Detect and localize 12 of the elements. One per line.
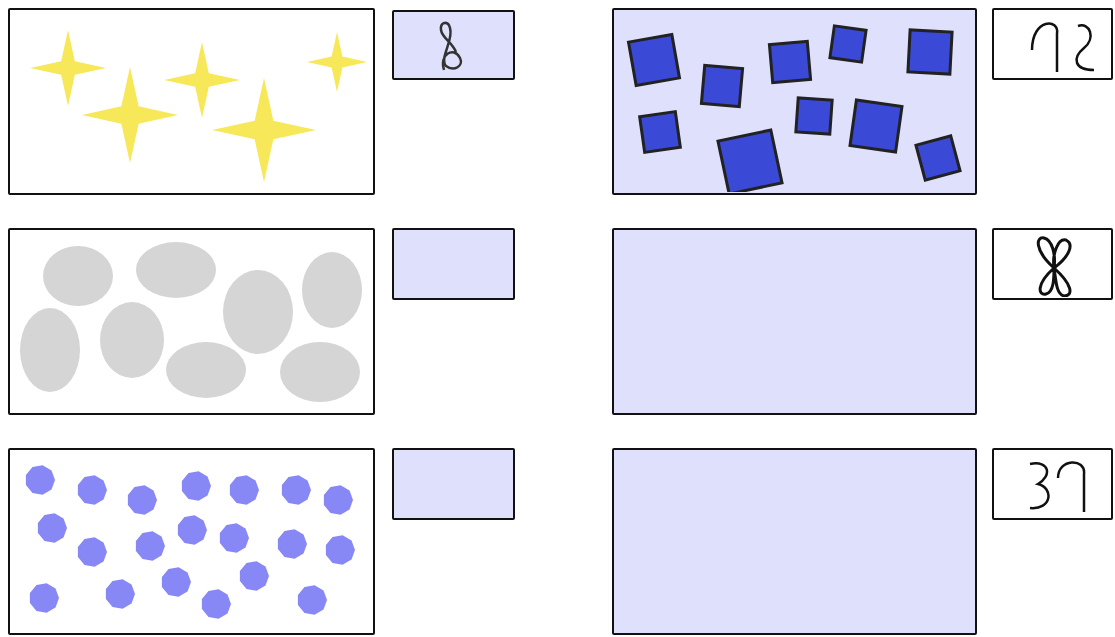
- symbol-card: [992, 8, 1113, 80]
- square-panel: [612, 8, 977, 195]
- blank-card: [392, 448, 515, 520]
- blank-panel: [612, 228, 977, 415]
- ellipse-panel: [8, 228, 375, 415]
- symbol-card: [992, 448, 1113, 520]
- star-panel: [8, 8, 375, 195]
- symbol-card: [392, 10, 515, 80]
- symbol-card: [992, 228, 1113, 300]
- blank-card: [392, 228, 515, 300]
- blank-panel: [612, 448, 977, 635]
- octagon-panel: [8, 448, 375, 635]
